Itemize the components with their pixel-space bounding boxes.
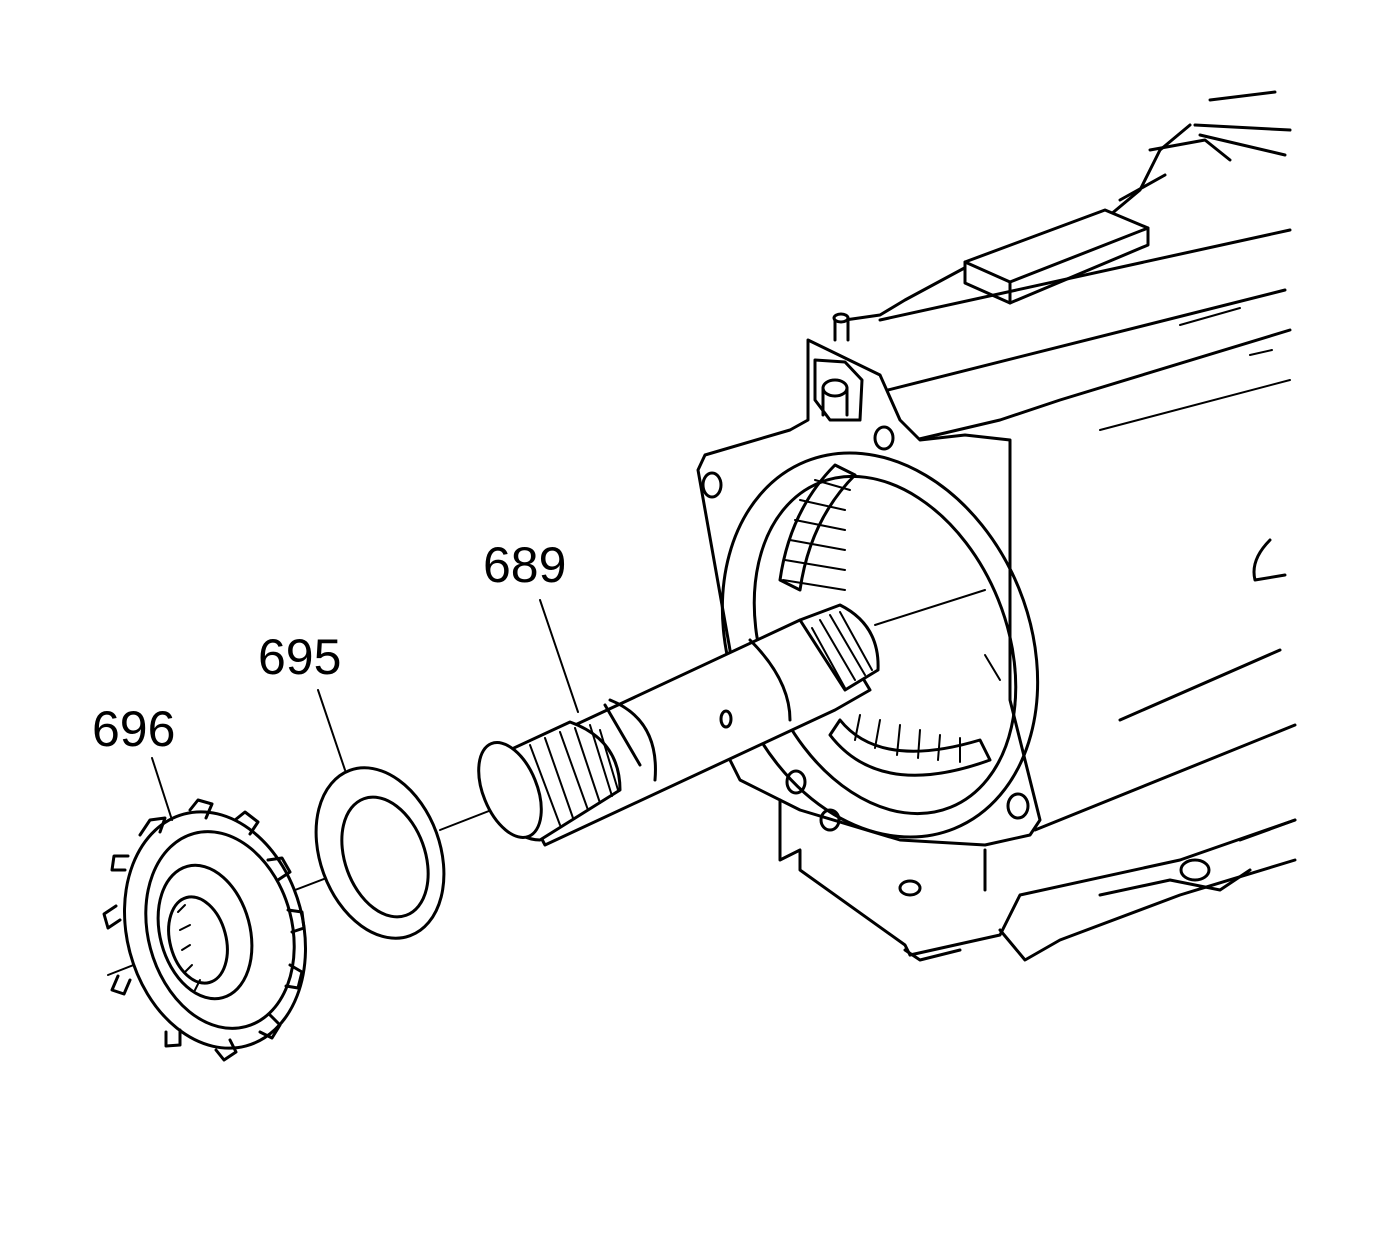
- leader-lines: [151, 599, 579, 821]
- transmission-case: [696, 90, 1297, 962]
- input-shaft-689: [477, 603, 880, 847]
- clutch-hub-696: [102, 798, 307, 1062]
- callout-689: 689: [483, 537, 566, 593]
- callout-695: 695: [258, 629, 341, 685]
- leader-689: [539, 599, 579, 713]
- callout-696: 696: [92, 701, 175, 757]
- thrust-washer-695: [314, 766, 446, 940]
- leader-696: [151, 757, 173, 821]
- leader-695: [317, 689, 346, 771]
